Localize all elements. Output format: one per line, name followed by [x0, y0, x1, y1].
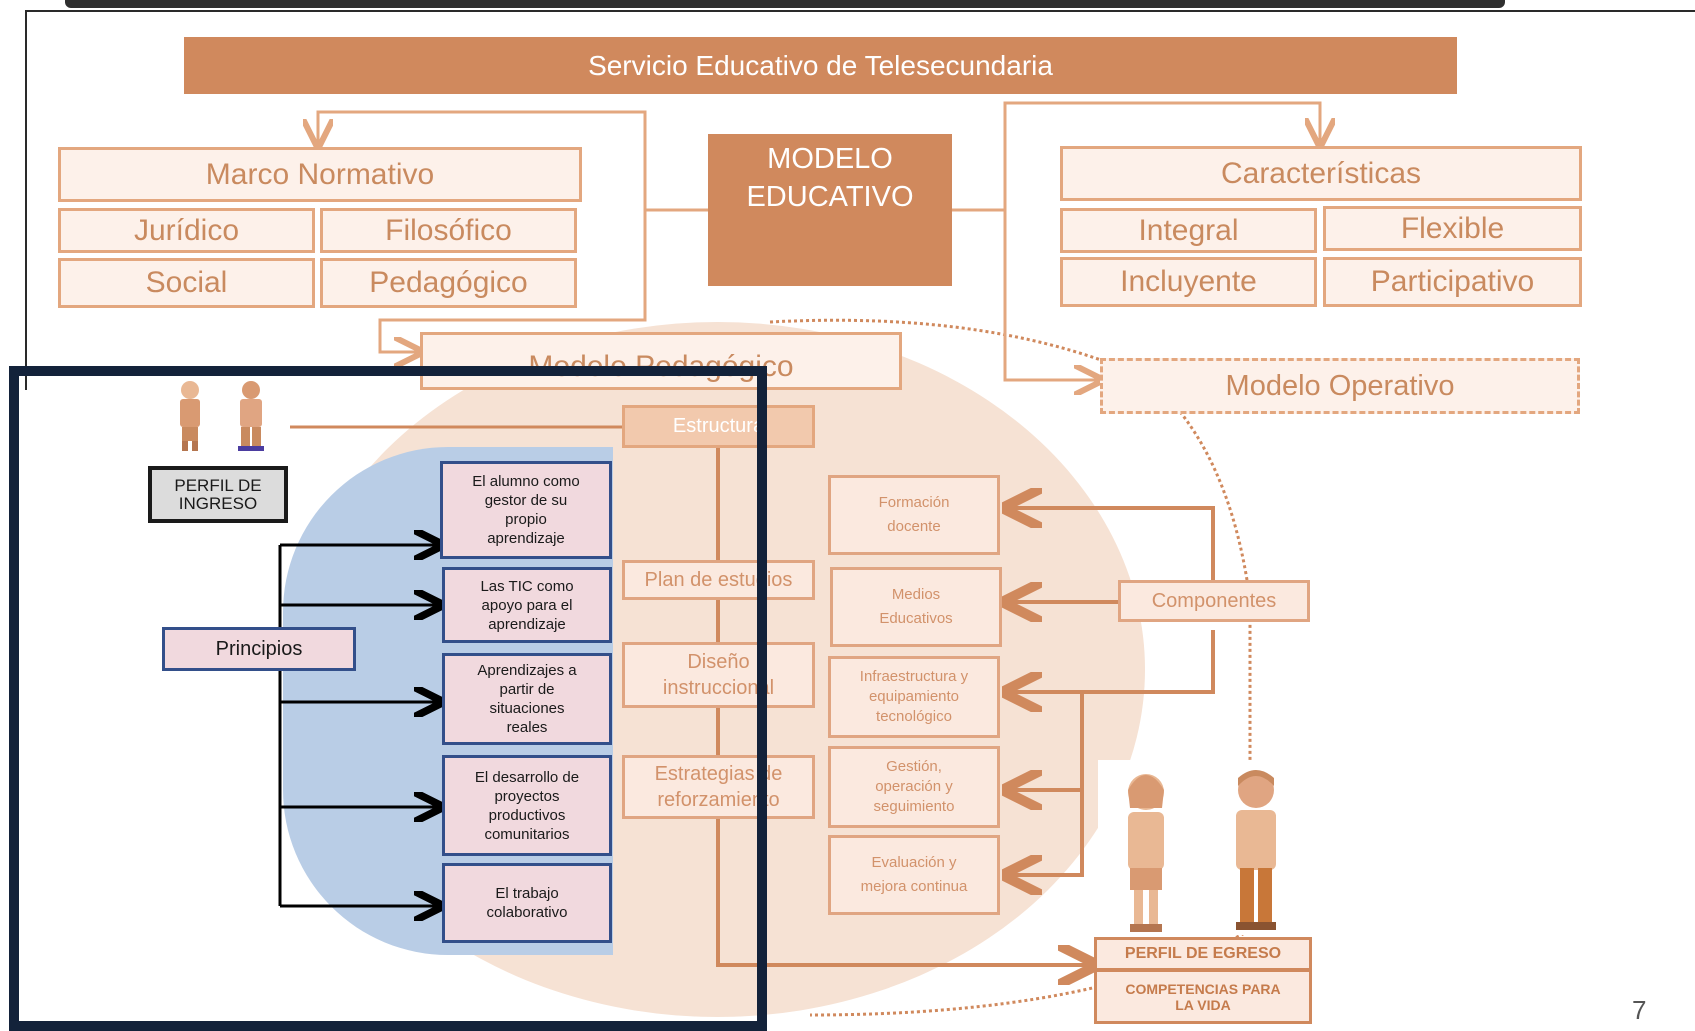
componente-gestion: Gestión, operación y seguimiento	[828, 746, 1000, 828]
title-text: Servicio Educativo de Telesecundaria	[588, 49, 1053, 81]
plan-estudios-label: Plan de estudios	[644, 569, 793, 591]
principio-3-line3: situaciones	[489, 700, 565, 717]
perfil-ingreso-box: PERFIL DE INGRESO	[148, 466, 288, 523]
principio-2-line2: apoyo para el	[481, 596, 573, 614]
componente-infraestructura: Infraestructura y equipamiento tecnológi…	[828, 656, 1000, 738]
principio-1-line4: aprendizaje	[487, 530, 565, 547]
competencias-box: COMPETENCIAS PARA LA VIDA	[1094, 969, 1312, 1024]
perfil-egreso-box: PERFIL DE EGRESO	[1094, 937, 1312, 971]
principio-1-line2: gestor de su	[484, 492, 568, 509]
gestion-line2: operación y	[875, 778, 953, 795]
student-girl-icon	[160, 378, 220, 453]
diseno-line1: Diseño	[687, 651, 750, 673]
principio-2-line1: Las TIC como	[480, 577, 574, 595]
componentes-label: Componentes	[1151, 589, 1277, 612]
componentes-box: Componentes	[1118, 580, 1310, 622]
principio-5-line2: colaborativo	[486, 904, 568, 921]
perfil-egreso-label: PERFIL DE EGRESO	[1124, 945, 1282, 962]
diseno-line2: instruccional	[662, 677, 775, 699]
modelo-educativo-box: MODELO EDUCATIVO	[708, 134, 952, 286]
slide-frame-left	[25, 10, 27, 390]
principio-item: Aprendizajes a partir de situaciones rea…	[442, 653, 612, 745]
principio-4-line4: comunitarios	[484, 825, 570, 843]
title-bar: Servicio Educativo de Telesecundaria	[184, 37, 1457, 94]
principio-3-line1: Aprendizajes a	[477, 662, 577, 679]
caract-item-incluyente: Incluyente	[1060, 257, 1317, 307]
medios-line2: Educativos	[879, 610, 953, 627]
diseno-instruccional-box: Diseño instruccional	[622, 642, 815, 708]
plan-estudios-box: Plan de estudios	[622, 560, 815, 600]
modelo-educativo-line2: EDUCATIVO	[746, 181, 914, 213]
evaluacion-line1: Evaluación y	[871, 854, 957, 871]
caracteristicas-label: Características	[1220, 156, 1422, 190]
flexible-label: Flexible	[1400, 211, 1505, 245]
formacion-line2: docente	[887, 518, 941, 535]
student-boy-icon	[222, 378, 280, 453]
marco-item-juridico: Jurídico	[58, 208, 315, 253]
pedagogico-label: Pedagógico	[369, 266, 528, 299]
principio-item: El trabajo colaborativo	[442, 863, 612, 943]
estrategias-line2: reforzamiento	[657, 789, 780, 811]
componente-evaluacion: Evaluación y mejora continua	[828, 835, 1000, 915]
medios-line1: Medios	[891, 586, 941, 603]
caract-item-flexible: Flexible	[1323, 206, 1582, 251]
estrategias-line1: Estrategias de	[654, 763, 783, 785]
principios-box: Principios	[162, 627, 356, 671]
principio-4-line3: productivos	[488, 806, 566, 824]
estructura-box: Estructura	[622, 405, 815, 448]
gestion-line1: Gestión,	[886, 758, 942, 775]
highlight-frame	[9, 366, 767, 1031]
estructura-label: Estructura	[672, 415, 765, 437]
filosofico-label: Filosófico	[385, 213, 512, 247]
competencias-line2: LA VIDA	[1175, 996, 1231, 1013]
principio-item: El alumno como gestor de su propio apren…	[440, 461, 612, 559]
principio-2-line3: aprendizaje	[488, 615, 566, 633]
modelo-pedagogico-box: Modelo Pedagógico	[420, 332, 902, 390]
juridico-label: Jurídico	[133, 213, 240, 247]
caract-item-integral: Integral	[1060, 208, 1317, 253]
marco-item-filosofico: Filosófico	[320, 208, 577, 253]
marco-normativo-label: Marco Normativo	[205, 157, 435, 191]
marco-item-pedagogico: Pedagógico	[320, 258, 577, 308]
principio-1-line3: propio	[505, 511, 547, 528]
principio-4-line2: proyectos	[494, 787, 560, 805]
participativo-label: Participativo	[1370, 265, 1535, 298]
modelo-operativo-label: Modelo Operativo	[1225, 369, 1455, 402]
estrategias-box: Estrategias de reforzamiento	[622, 755, 815, 819]
infraestructura-line3: tecnológico	[876, 708, 952, 725]
principio-4-line1: El desarrollo de	[474, 768, 580, 786]
modelo-educativo-line1: MODELO	[767, 143, 893, 175]
componente-formacion-docente: Formación docente	[828, 475, 1000, 555]
componente-medios-educativos: Medios Educativos	[830, 567, 1002, 647]
principio-5-line1: El trabajo	[495, 885, 559, 902]
infraestructura-line1: Infraestructura y	[859, 668, 969, 685]
integral-label: Integral	[1138, 213, 1239, 247]
marco-item-social: Social	[58, 258, 315, 308]
infraestructura-line2: equipamiento	[868, 688, 960, 705]
principio-item: Las TIC como apoyo para el aprendizaje	[442, 567, 612, 643]
principios-label: Principios	[215, 637, 303, 660]
principio-3-line2: partir de	[499, 681, 555, 698]
graduate-boy-icon	[1208, 760, 1304, 935]
modelo-operativo-box: Modelo Operativo	[1100, 358, 1580, 414]
marco-normativo-header: Marco Normativo	[58, 147, 582, 202]
caracteristicas-header: Características	[1060, 146, 1582, 201]
perfil-ingreso-line1: PERFIL DE	[174, 475, 262, 495]
top-bar	[65, 0, 1505, 8]
principio-item: El desarrollo de proyectos productivos c…	[442, 755, 612, 856]
slide-frame-top	[25, 10, 1695, 12]
competencias-line1: COMPETENCIAS PARA	[1125, 980, 1281, 997]
page-number: 7	[1632, 995, 1647, 1025]
social-label: Social	[145, 266, 228, 299]
perfil-ingreso-line2: INGRESO	[178, 493, 258, 513]
evaluacion-line2: mejora continua	[860, 878, 968, 895]
principio-1-line1: El alumno como	[472, 473, 580, 490]
caract-item-participativo: Participativo	[1323, 257, 1582, 307]
graduate-girl-icon	[1098, 760, 1194, 935]
principio-3-line4: reales	[506, 719, 548, 736]
incluyente-label: Incluyente	[1120, 265, 1257, 298]
formacion-line1: Formación	[878, 494, 950, 511]
gestion-line3: seguimiento	[873, 798, 955, 815]
